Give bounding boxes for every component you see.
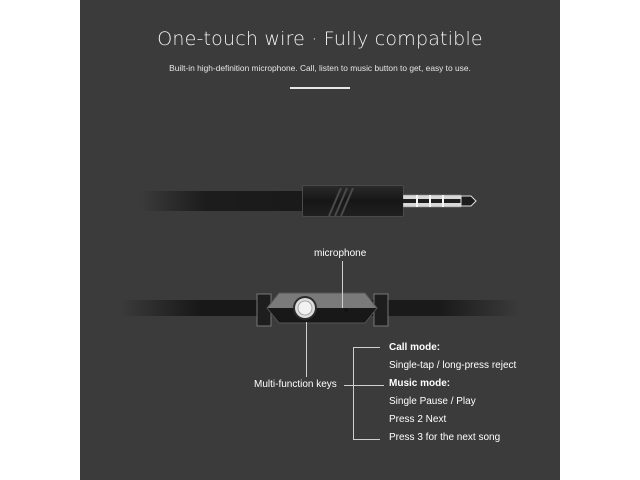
music-mode-item: Press 2 Next (389, 414, 447, 425)
music-mode-item: Press 3 for the next song (389, 432, 501, 443)
product-image-panel: One-touch wire · Fully compatible Built-… (80, 0, 560, 480)
music-mode-item: Single Pause / Play (389, 396, 476, 407)
bracket-bottom (353, 439, 380, 440)
call-mode-item: Single-tap / long-press reject (389, 360, 517, 371)
grip-stripes-icon (328, 188, 354, 216)
music-mode-title: Music mode: (389, 378, 451, 389)
plug-housing (302, 185, 404, 217)
multi-function-keys-label: Multi-function keys (254, 379, 337, 390)
title-divider (290, 87, 350, 89)
keys-leader-vertical (306, 322, 307, 377)
remote-control-icon (256, 292, 389, 327)
subheadline: Built-in high-definition microphone. Cal… (169, 63, 471, 73)
bracket-vertical (353, 347, 354, 439)
microphone-leader-line (342, 261, 343, 308)
flat-cable (140, 191, 305, 211)
keys-leader-horizontal (344, 385, 384, 386)
audio-jack-icon (403, 194, 477, 208)
call-mode-title: Call mode: (389, 342, 441, 353)
bracket-top (353, 347, 380, 348)
headline: One-touch wire · Fully compatible (157, 28, 483, 50)
microphone-label: microphone (314, 248, 367, 259)
